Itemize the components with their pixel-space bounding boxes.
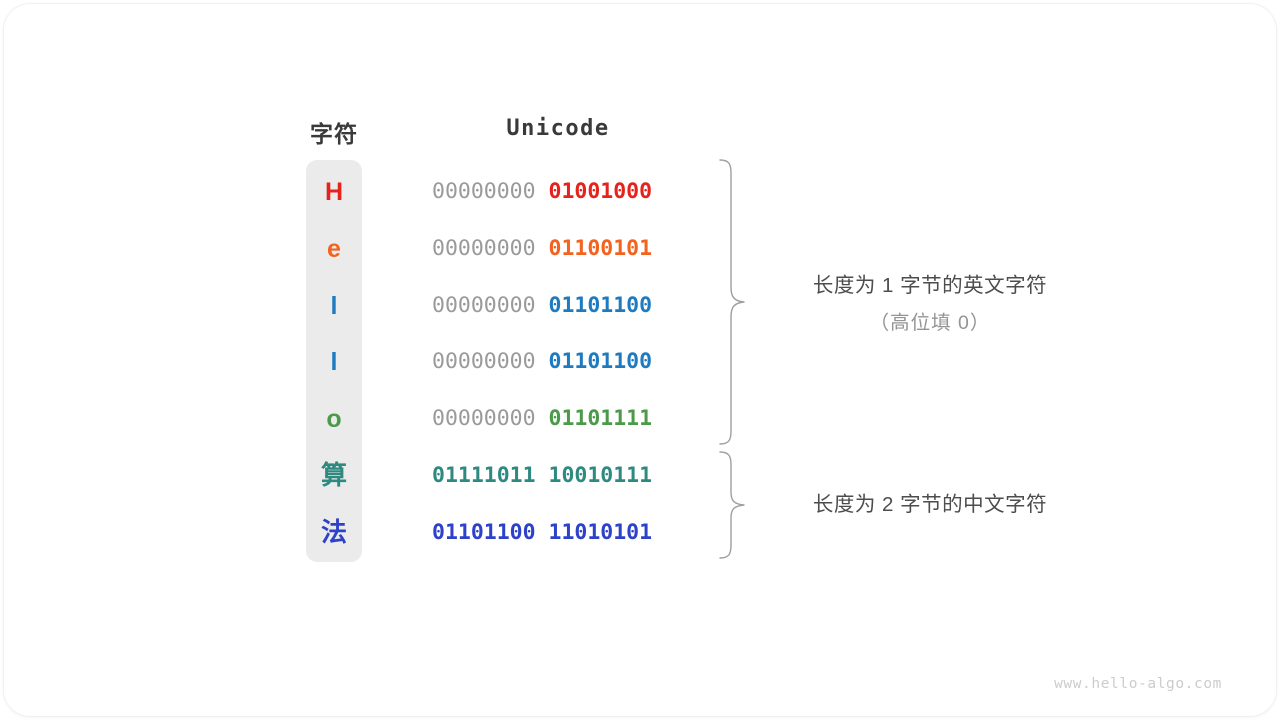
unicode-high-byte: 00000000	[432, 235, 536, 261]
unicode-low-byte: 01100101	[548, 235, 653, 261]
byte-separator	[536, 349, 549, 374]
column-header-character: 字符	[310, 121, 358, 147]
character-column-background	[306, 160, 362, 562]
character-cell: o	[326, 405, 342, 434]
unicode-binary-row: 00000000 01101111	[432, 391, 684, 447]
brace-cjk-group	[718, 450, 748, 560]
character-cell: H	[324, 178, 344, 206]
unicode-binary-row: 00000000 01101100	[432, 334, 684, 390]
unicode-low-byte: 01001000	[548, 179, 653, 204]
brace-ascii-group	[718, 158, 748, 446]
unicode-high-byte: 01101100	[432, 519, 536, 545]
unicode-low-byte: 01101100	[548, 349, 653, 375]
unicode-binary-row: 01101100 11010101	[432, 505, 684, 561]
character-cell: l	[330, 348, 338, 377]
unicode-binary-row: 00000000 01101100	[432, 278, 684, 334]
unicode-binary-row: 00000000 01001000	[432, 164, 684, 220]
unicode-high-byte: 00000000	[432, 406, 536, 432]
watermark: www.hello-algo.com	[1054, 676, 1222, 692]
column-header-unicode: Unicode	[506, 116, 610, 141]
unicode-high-byte: 01111011	[432, 463, 536, 488]
byte-separator	[536, 293, 549, 318]
annotation-cjk-main: 长度为 2 字节的中文字符	[812, 493, 1048, 516]
byte-separator	[536, 406, 549, 431]
unicode-high-byte: 00000000	[432, 292, 536, 318]
annotation-cjk-group: 长度为 2 字节的中文字符	[760, 487, 1100, 517]
unicode-low-byte: 10010111	[548, 463, 653, 488]
character-cell: 法	[320, 517, 347, 548]
character-cell: e	[327, 234, 341, 263]
byte-separator	[536, 236, 549, 261]
annotation-ascii-sub: （高位填 0）	[869, 312, 991, 334]
unicode-high-byte: 00000000	[432, 179, 536, 204]
unicode-binary-row: 00000000 01100101	[432, 221, 684, 277]
unicode-low-byte: 01101111	[548, 406, 653, 432]
byte-separator	[536, 520, 549, 545]
character-cell: l	[330, 291, 338, 320]
annotation-ascii-group: 长度为 1 字节的英文字符 （高位填 0）	[760, 268, 1100, 335]
annotation-ascii-main: 长度为 1 字节的英文字符	[812, 274, 1048, 297]
unicode-low-byte: 01101100	[548, 292, 653, 318]
unicode-high-byte: 00000000	[432, 349, 536, 375]
byte-separator	[536, 179, 549, 204]
diagram-card	[4, 4, 1276, 716]
character-cell: 算	[320, 461, 347, 491]
byte-separator	[536, 463, 549, 488]
unicode-low-byte: 11010101	[548, 519, 653, 545]
unicode-binary-row: 01111011 10010111	[432, 448, 684, 504]
